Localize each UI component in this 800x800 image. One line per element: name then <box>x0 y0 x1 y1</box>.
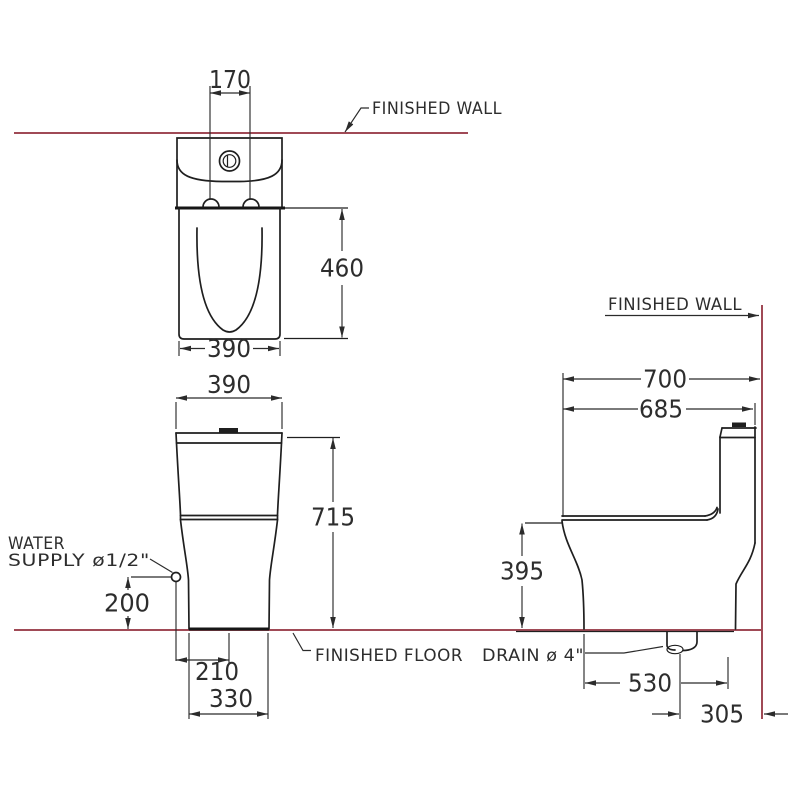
drain-label: DRAIN ø 4" <box>482 646 584 665</box>
front-view: 390 WATER SUPPLY ø1/2" 200 210 330 <box>8 370 463 719</box>
seat-hinge-curl-upper <box>704 506 718 517</box>
dim-label-170: 170 <box>209 65 251 94</box>
flush-button-side-icon <box>732 422 746 427</box>
dim-label-685: 685 <box>639 395 683 424</box>
bowl-opening-outline <box>196 227 263 333</box>
hinge-right-icon <box>242 198 260 208</box>
flush-button-front-icon <box>219 428 238 433</box>
dim-label-305: 305 <box>700 700 744 729</box>
drain-pipe-right <box>682 631 698 652</box>
dim-label-210: 210 <box>195 657 239 686</box>
drain-outlet-icon <box>666 644 684 655</box>
tank-lid-front-lip <box>719 427 723 438</box>
finished-floor-leader <box>292 632 311 652</box>
water-supply-point-icon <box>170 571 182 583</box>
water-supply-leader <box>149 558 173 573</box>
finished-floor-label: FINISHED FLOOR <box>315 646 463 665</box>
dim-label-700: 700 <box>643 365 687 394</box>
finished-wall-side-label: FINISHED WALL <box>608 295 742 314</box>
finished-wall-top-leader <box>344 107 369 133</box>
dim-label-330: 330 <box>209 684 253 713</box>
bowl-front-profile <box>561 520 585 630</box>
dim-label-530: 530 <box>628 669 672 698</box>
tank-outline-top <box>176 137 283 208</box>
flush-button-inner-icon <box>222 154 237 168</box>
dim-label-390-front: 390 <box>207 370 251 399</box>
dim-label-715: 715 <box>311 503 355 532</box>
seat-outline-top <box>178 207 281 340</box>
drain-leader <box>585 645 664 654</box>
finished-wall-top-label: FINISHED WALL <box>372 99 502 118</box>
body-right-edge <box>268 432 283 630</box>
dim-label-390-top: 390 <box>207 334 251 363</box>
flush-button-icon <box>218 150 241 172</box>
drain-pipe-left <box>666 631 676 651</box>
water-supply-label-line2: SUPPLY ø1/2" <box>8 551 150 570</box>
body-back-profile <box>734 542 756 630</box>
seat-hinge-curl-lower <box>706 508 719 521</box>
top-view: 170 460 390 FINISHED WALL <box>175 65 502 363</box>
water-supply-label-line1: WATER <box>8 534 65 553</box>
body-left-edge <box>175 432 190 630</box>
dim-label-200: 200 <box>104 589 150 618</box>
dim-label-395: 395 <box>500 557 544 586</box>
tank-front-curve <box>176 159 283 183</box>
hinge-left-icon <box>202 198 220 208</box>
side-view: FINISHED WALL 700 685 DRAIN ø 4" <box>482 295 788 729</box>
dim-label-460: 460 <box>320 254 364 283</box>
